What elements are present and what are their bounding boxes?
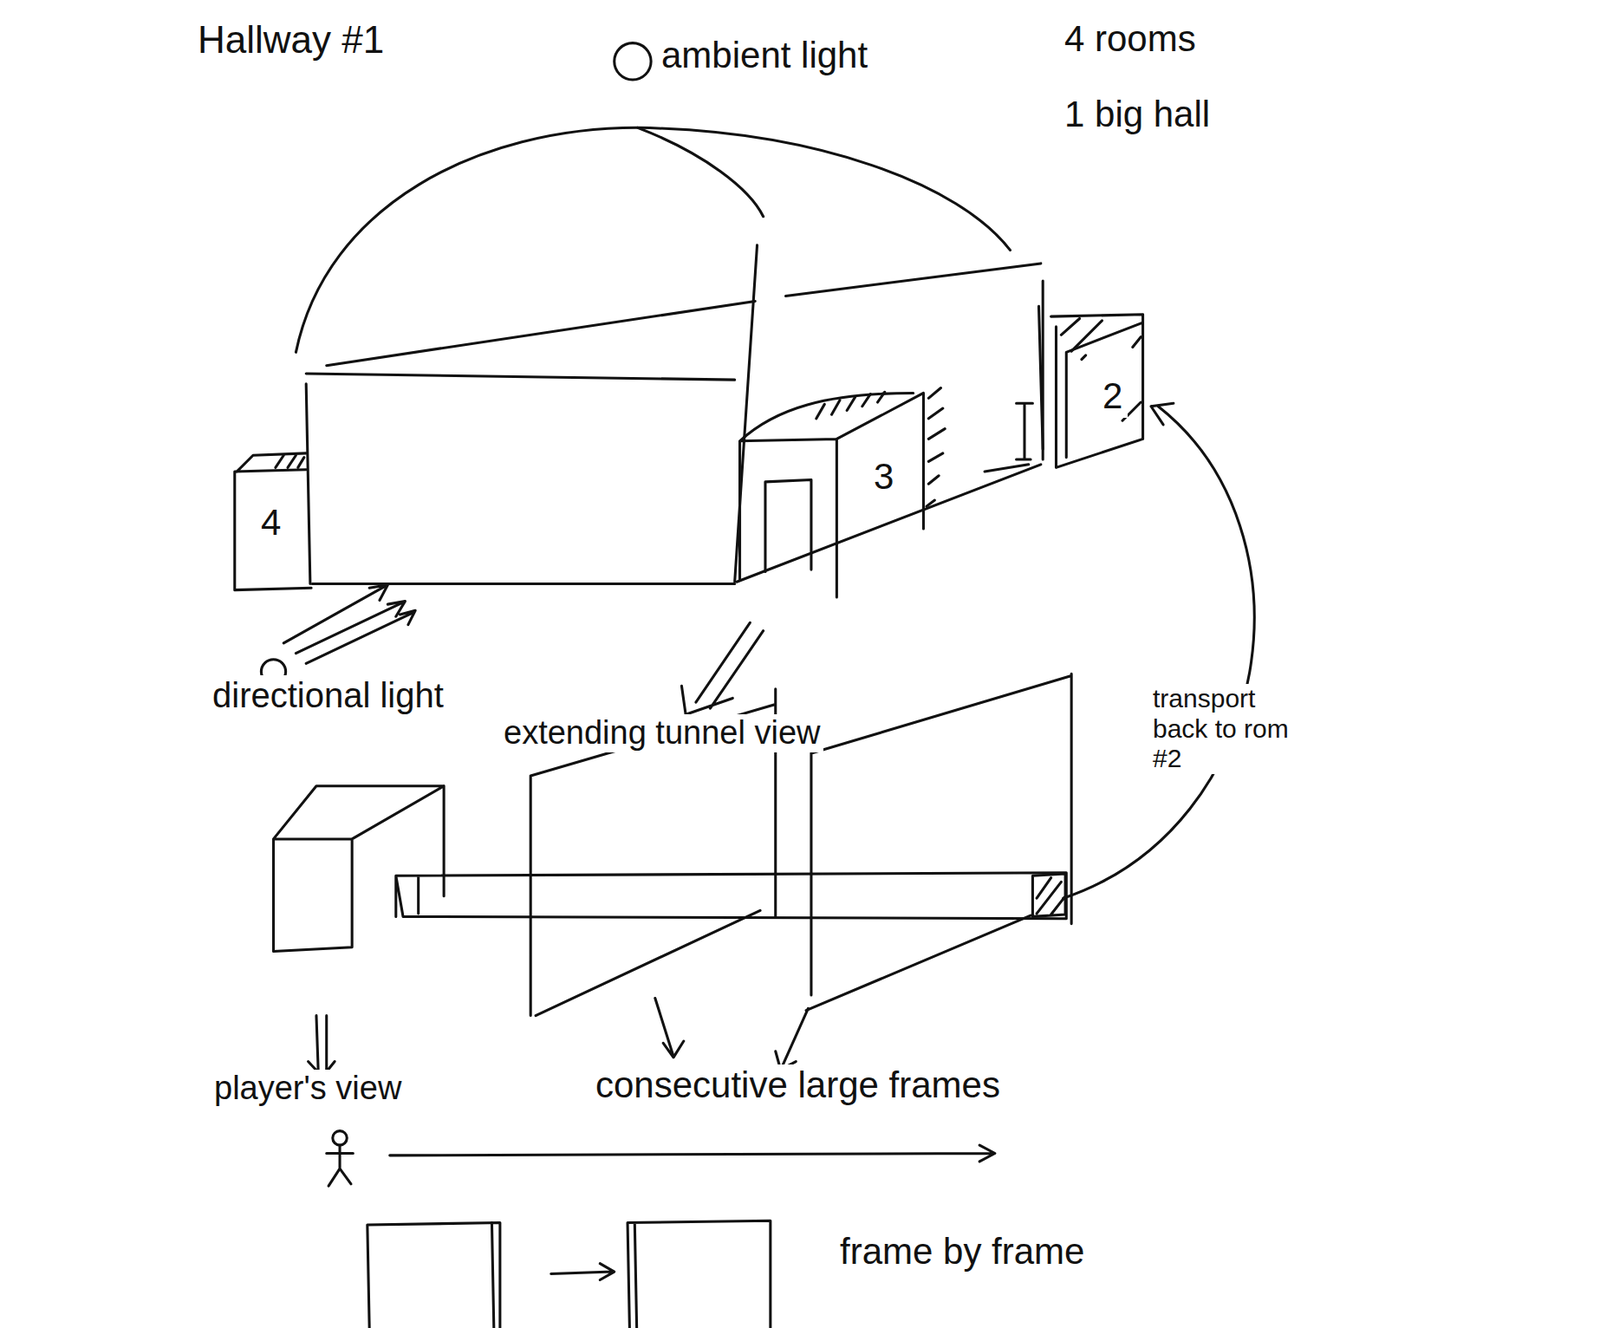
player-box xyxy=(273,786,445,952)
down-arrow xyxy=(681,622,763,715)
transport-note: transport back to rom #2 xyxy=(1149,683,1304,774)
dome-meridian xyxy=(637,127,764,216)
light-label: ambient light xyxy=(657,34,872,77)
light-label: directional light xyxy=(208,675,448,716)
large-frame-2 xyxy=(806,673,1072,1011)
hall-left-edge xyxy=(305,383,311,585)
ambient-light-symbol xyxy=(614,43,651,80)
room-number-box: 2 xyxy=(1097,374,1128,418)
room-number: 3 xyxy=(873,456,894,497)
dome-arc xyxy=(295,127,1010,352)
room-4-outline xyxy=(234,453,312,591)
room-number: 4 xyxy=(260,502,281,543)
frame-arrow-1 xyxy=(655,998,684,1058)
note-text: 1 big hall xyxy=(1060,93,1214,136)
transport-arrow xyxy=(1063,406,1255,898)
view-label: frame by frame xyxy=(836,1230,1088,1273)
room-3-door xyxy=(765,479,812,572)
frame-small-1 xyxy=(367,1222,501,1328)
stick-figure-head xyxy=(332,1131,347,1145)
hall-bottom-edge xyxy=(312,582,735,586)
dome-meridian-lower xyxy=(734,245,758,583)
view-label: player's view xyxy=(210,1069,405,1108)
light-rays xyxy=(283,585,416,664)
room-number: 2 xyxy=(1102,376,1123,417)
view-label: consecutive large frames xyxy=(591,1064,1004,1106)
hall-front-top xyxy=(305,373,735,380)
tunnel-end-hatch xyxy=(1032,873,1066,917)
room-number-box: 4 xyxy=(255,500,287,545)
transport-arrowhead xyxy=(1151,403,1174,425)
stick-figure xyxy=(326,1144,354,1186)
frame-small-2 xyxy=(627,1220,771,1328)
room-3-hatch xyxy=(816,388,945,508)
walk-arrow xyxy=(390,1144,996,1162)
note-text: 4 rooms xyxy=(1060,18,1200,60)
room-2-outline xyxy=(1051,314,1144,469)
frame-arrow-2 xyxy=(775,1008,809,1070)
tunnel xyxy=(396,872,1067,919)
room-3-outline xyxy=(740,392,924,597)
player-arrow xyxy=(308,1015,336,1078)
room-2-entrance xyxy=(984,305,1043,472)
sketch-title: Hallway #1 xyxy=(194,18,388,63)
room-4-hatch xyxy=(275,455,305,468)
frame-arrow xyxy=(551,1263,615,1281)
hall-top-edge xyxy=(326,263,1041,366)
view-label: extending tunnel view xyxy=(500,714,824,753)
room-number-box: 3 xyxy=(868,455,899,499)
room-2-hatch xyxy=(1060,318,1141,421)
